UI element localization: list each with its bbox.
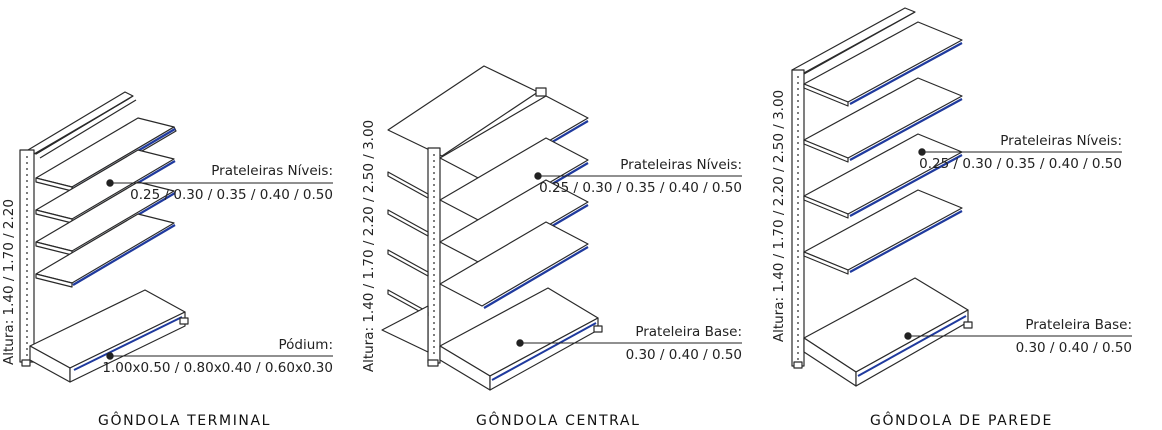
parede-shelf-4: [803, 189, 963, 275]
parede-base-values: 0.30 / 0.40 / 0.50: [1015, 340, 1132, 356]
central-shelf-4: [439, 221, 589, 309]
central-title: GÔNDOLA CENTRAL: [476, 413, 641, 429]
central-base-values: 0.30 / 0.40 / 0.50: [625, 347, 742, 363]
terminal-shelf-4: [35, 213, 176, 288]
terminal-shelves-values: 0.25 / 0.30 / 0.35 / 0.40 / 0.50: [130, 187, 333, 203]
gondola-terminal-drawing: [19, 91, 189, 383]
terminal-shelves-label: Prateleiras Níveis:: [211, 163, 333, 179]
gondola-parede-drawing: [791, 7, 973, 387]
parede-shelves-values: 0.25 / 0.30 / 0.35 / 0.40 / 0.50: [919, 156, 1122, 172]
terminal-podium-label: Pódium:: [278, 337, 334, 353]
parede-base: [803, 277, 969, 387]
central-shelves-values: 0.25 / 0.30 / 0.35 / 0.40 / 0.50: [539, 180, 742, 196]
parede-upright: [791, 69, 805, 367]
callout-leaders: [106, 148, 1132, 360]
parede-height-label: Altura: 1.40 / 1.70 / 2.20 / 2.50 / 3.00: [771, 89, 787, 343]
central-height-label: Altura: 1.40 / 1.70 / 2.20 / 2.50 / 3.00: [361, 119, 377, 373]
parede-base-label: Prateleira Base:: [1025, 317, 1132, 333]
terminal-height-label: Altura: 1.40 / 1.70 / 2.20: [1, 199, 17, 365]
central-shelves-label: Prateleiras Níveis:: [620, 157, 742, 173]
central-upright: [427, 147, 441, 364]
parede-title: GÔNDOLA DE PAREDE: [870, 413, 1053, 429]
central-base: [381, 287, 599, 391]
parede-shelf-1: [803, 21, 963, 107]
terminal-title: GÔNDOLA TERMINAL: [98, 413, 272, 429]
parede-shelves-label: Prateleiras Níveis:: [1000, 133, 1122, 149]
terminal-podium-values: 1.00x0.50 / 0.80x0.40 / 0.60x0.30: [102, 360, 333, 376]
parede-shelf-2: [803, 77, 963, 163]
gondola-central-drawing: [381, 65, 603, 391]
central-base-label: Prateleira Base:: [635, 324, 742, 340]
terminal-podium: [29, 289, 186, 383]
